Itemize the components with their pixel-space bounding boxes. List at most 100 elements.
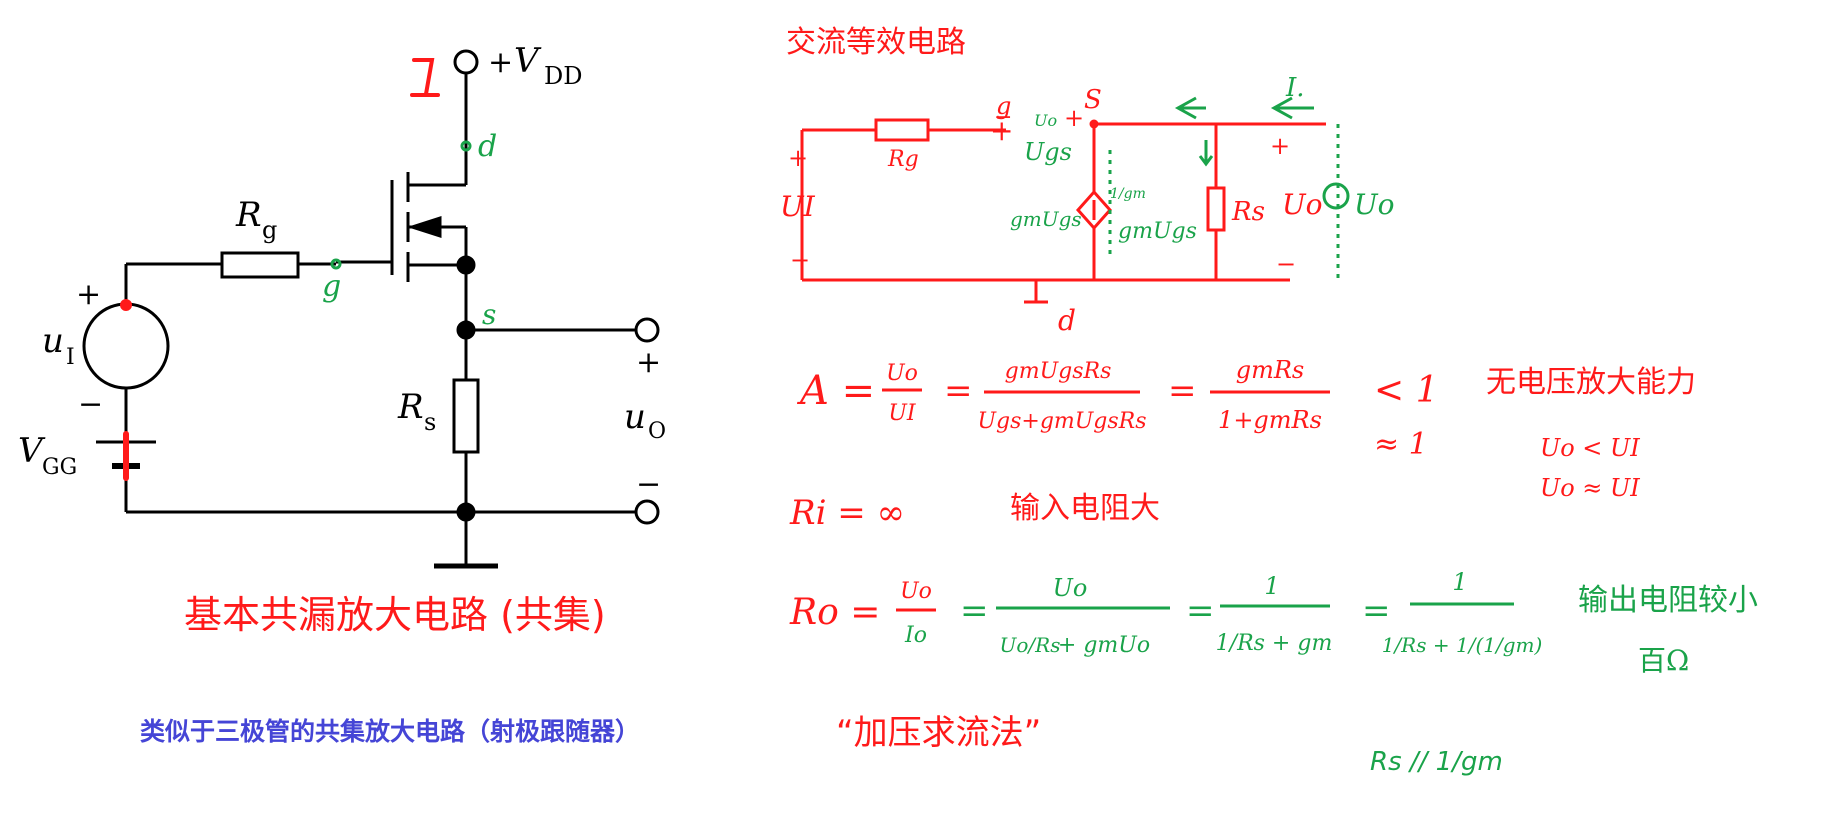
rs-resistor [452,378,480,454]
input-voltage-source [82,302,170,390]
input-plus-label: + [76,277,101,312]
ro-equals-3: = [1362,591,1391,631]
ac-minus-g: − [994,105,1012,130]
gain-lt-one: < 1 [1374,370,1439,411]
ac-uo-label: Uo [1282,188,1322,221]
vdd-subscript-label: DD [544,62,582,90]
gate-green-dot [330,258,342,270]
ac-rg-resistor [874,118,930,142]
vgg-symbol-label: V [18,431,46,471]
gain-equals-2: = [1168,371,1197,411]
gain-lhs: A = [796,368,875,414]
gain-frac-num: Uo [886,361,918,386]
ac-one-over-gm-label: 1/gm [1110,186,1146,202]
output-minus-label: − [636,467,661,502]
ro-expr-num: Uo [1053,574,1088,602]
gain-equals-1: = [944,371,973,411]
rg-subscript-label: g [262,216,277,244]
gain-equation: A = Uo UI = gmUgsRs Ugs+gmUgsRs = gmRs 1… [796,356,1696,502]
output-terminal-top [634,317,660,343]
mosfet-arrow [407,215,442,239]
ac-ugs-label: Ugs [1024,138,1072,166]
ro-expr-den-a: Uo/Rs [1000,633,1061,657]
schematic-labels: + V DD R g R s + u I − V GG + u O − [18,41,666,502]
node-d-label: d [478,129,497,164]
ac-labels-red: g S d Rg Rs UI Uo + + + − + − − [780,85,1322,337]
gain-expr-num: gmUgsRs [1005,359,1112,384]
ro-equals-2: = [1186,591,1215,631]
schematic-title: 基本共漏放大电路 (共集) [184,593,606,637]
gain-result-den: 1+gmRs [1218,406,1322,434]
gain-expr-den: Ugs+gmUgsRs [977,409,1146,434]
rs-symbol-label: R [397,387,424,427]
ac-rs-resistor [1206,186,1226,232]
ro-num: Uo [900,579,932,604]
note-uo-approx-ui: Uo ≈ UI [1540,474,1640,502]
ac-source-right-label: gmUgs [1118,219,1197,244]
ro-lhs: Ro = [789,592,880,633]
ro-note-hundreds-ohm: 百Ω [1638,644,1689,677]
ac-ui-label: UI [780,190,816,223]
ac-plus-s: + [1064,104,1084,132]
rg-resistor [220,251,300,279]
common-drain-schematic [82,49,660,569]
source-dot [456,255,476,275]
ro-equals-1: = [960,591,989,631]
schematic-red-marks [120,58,440,481]
ac-uo-source-label: Uo [1354,188,1394,221]
ac-node-g-label: g [996,92,1011,120]
ac-rg-label: Rg [887,147,919,172]
note-uo-lt-ui: Uo < UI [1540,434,1640,462]
parallel-result: Rs // 1/gm [1370,747,1503,777]
schematic-node-labels: d g s [322,129,497,331]
input-subscript-label: I [66,345,75,370]
ro-step3-num: 1 [1452,568,1467,596]
ac-io-label: I. [1285,73,1305,103]
note-no-voltage-gain: 无电压放大能力 [1486,365,1696,400]
output-subscript-label: O [648,419,666,444]
ac-rs-current-arrow-head [1198,155,1214,167]
input-resistance-equation: Ri = ∞ 输入电阻大 [789,491,1160,533]
gain-result-num: gmRs [1236,356,1305,384]
ac-uo-small-label: Uo [1034,111,1057,130]
ac-circuit-title: 交流等效电路 [786,25,966,60]
ac-source-node-dot [1089,119,1099,129]
ac-node-s-label: S [1084,85,1102,115]
ac-minus-left: − [790,246,810,274]
source-red-dot [120,299,132,311]
ac-plus-right: + [1270,132,1290,160]
vdd-ground-mark [412,58,435,96]
ac-minus-right: − [1276,250,1296,278]
ac-plus-left: + [788,144,808,172]
schematic-green-marks [330,140,472,270]
ro-den: Io [904,623,927,648]
ac-rs-label: Rs [1231,197,1265,227]
bottom-caption: 类似于三极管的共集放大电路（射极跟随器） [140,717,641,746]
ac-plus-g: + [990,114,1013,147]
output-resistance-equation: Ro = Uo Io = Uo Uo/Rs + gmUo = 1 1/Rs + … [789,568,1758,677]
ac-test-source [1322,182,1350,210]
output-symbol-label: u [624,397,646,437]
vdd-plus-label: + [488,45,513,80]
output-terminal-bottom [634,499,660,525]
ac-source-left-label: gmUgs [1010,207,1082,231]
output-plus-label: + [636,345,661,380]
ac-equivalent-circuit [800,118,1326,304]
ro-expr-den-b: + gmUo [1058,633,1150,658]
vdd-symbol-label: V [514,41,542,81]
ro-note: 输出电阻较小 [1578,583,1758,618]
node-g-label: g [322,269,341,304]
ac-labels-green: Ugs Uo gmUgs gmUgs 1/gm I. Uo [1010,73,1394,244]
gain-frac-den: UI [888,401,917,426]
rg-symbol-label: R [235,195,262,235]
input-symbol-label: u [42,321,64,361]
gain-approx-one: ≈ 1 [1374,427,1428,462]
input-minus-label: − [78,387,103,422]
vgg-subscript-label: GG [42,455,77,480]
ro-step2-num: 1 [1264,572,1279,600]
ro-step3-den: 1/Rs + 1/(1/gm) [1382,633,1543,657]
node-s-label: s [482,298,496,331]
vdd-terminal [453,49,479,75]
